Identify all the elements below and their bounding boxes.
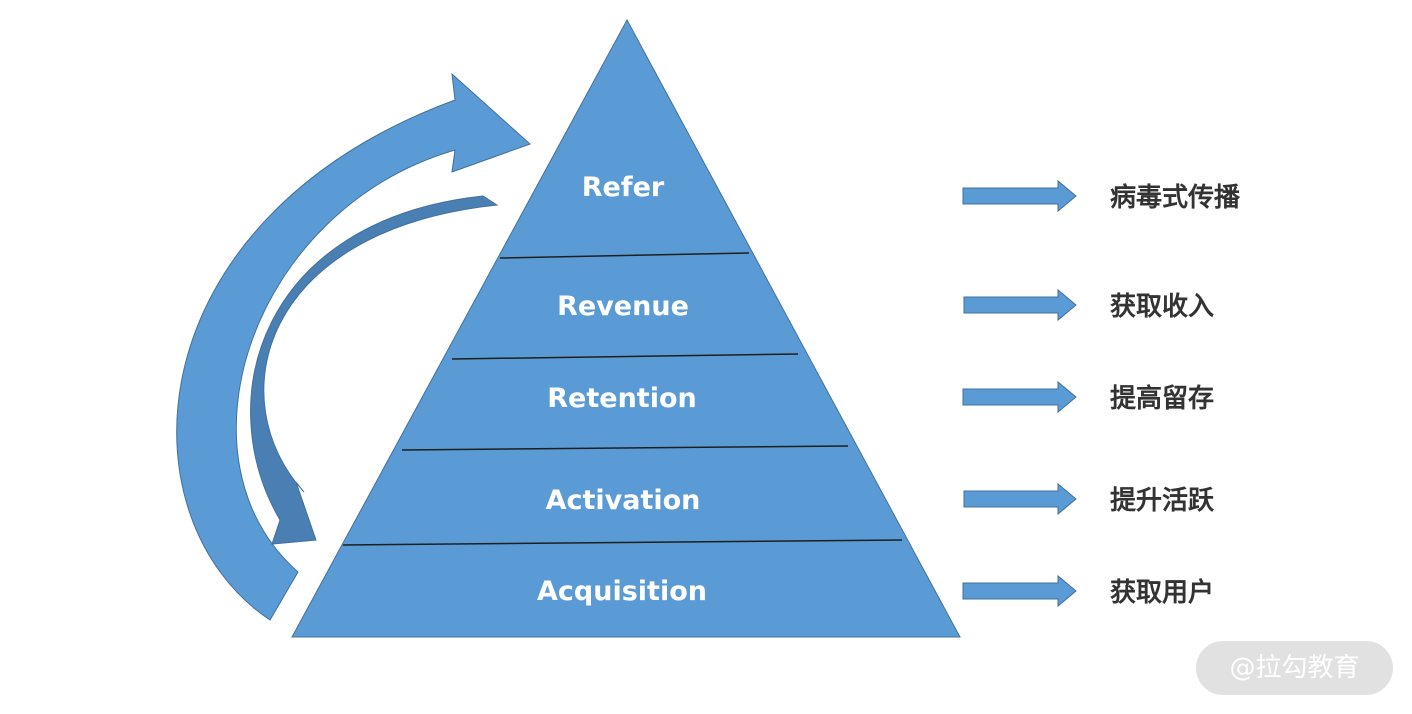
watermark-badge (1196, 641, 1393, 695)
side-arrows (962, 179, 1077, 608)
pyramid (291, 18, 961, 638)
layer-label-acquisition: Acquisition (537, 576, 707, 607)
side-label-acquisition: 获取用户 (1110, 577, 1214, 608)
right-arrow-icon (962, 574, 1077, 608)
layer-label-retention: Retention (547, 383, 696, 414)
layer-divider (342, 539, 903, 546)
side-label-revenue: 获取收入 (1110, 292, 1214, 322)
side-label-viral: 病毒式传播 (1110, 183, 1241, 213)
layer-label-revenue: Revenue (557, 291, 689, 322)
watermark-text: @拉勾教育 (1229, 653, 1360, 683)
side-label-activation: 提升活跃 (1110, 486, 1215, 516)
right-arrow-icon (963, 288, 1077, 322)
right-arrow-icon (962, 179, 1077, 213)
layer-divider (401, 445, 849, 451)
outer-curved-arrow (176, 72, 531, 621)
right-arrow-icon (963, 482, 1077, 516)
side-label-retention: 提高留存 (1110, 383, 1214, 414)
inner-curved-arrow (250, 195, 499, 545)
layer-label-activation: Activation (546, 485, 701, 516)
right-arrow-icon (962, 380, 1077, 414)
layer-label-refer: Refer (582, 172, 665, 203)
layer-divider (451, 353, 799, 360)
layer-divider (499, 252, 750, 259)
